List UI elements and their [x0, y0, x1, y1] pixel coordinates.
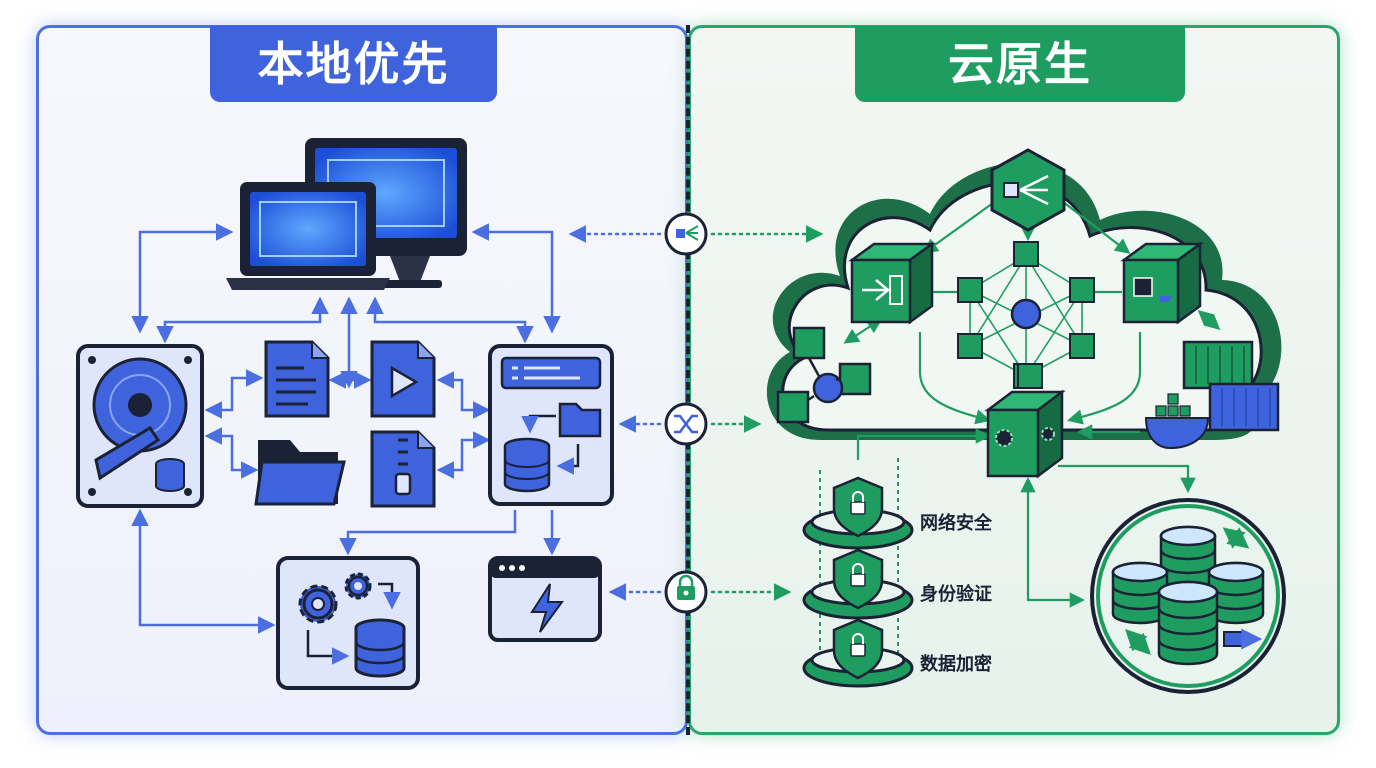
- gear-database-icon: [276, 556, 420, 690]
- load-balancer-icon: [990, 148, 1066, 232]
- video-file-icon: [370, 340, 436, 418]
- cloud-native-title: 云原生: [855, 26, 1185, 102]
- document-icon: [264, 340, 330, 418]
- db-top: [1159, 525, 1217, 589]
- fast-app-icon: [488, 556, 602, 642]
- sync-node-icon: [664, 212, 708, 256]
- network-security-label: 网络安全: [920, 513, 992, 534]
- core-cube-icon: [984, 363, 1066, 479]
- shuffle-icon: [664, 402, 708, 446]
- service-cube-icon: [848, 241, 936, 325]
- docker-whale-icon: [1144, 393, 1210, 450]
- zip-file-icon: [370, 430, 436, 508]
- database-cluster-icon: [1090, 498, 1286, 694]
- local-server-icon: [488, 344, 614, 506]
- laptop-icon: [226, 182, 390, 290]
- identity-auth-label: 身份验证: [920, 584, 992, 605]
- local-first-title: 本地优先: [210, 26, 497, 102]
- hard-drive-icon: [76, 344, 204, 508]
- chip-container-icon: [1120, 241, 1204, 325]
- container-stack-icon: [1182, 340, 1280, 432]
- lock-link-icon: [664, 570, 708, 614]
- shield-lock-icon: [802, 458, 914, 688]
- data-encryption-label: 数据加密: [920, 654, 992, 675]
- service-cluster-icon: [776, 326, 872, 424]
- folder-icon: [254, 440, 346, 506]
- panel-divider: [686, 25, 690, 735]
